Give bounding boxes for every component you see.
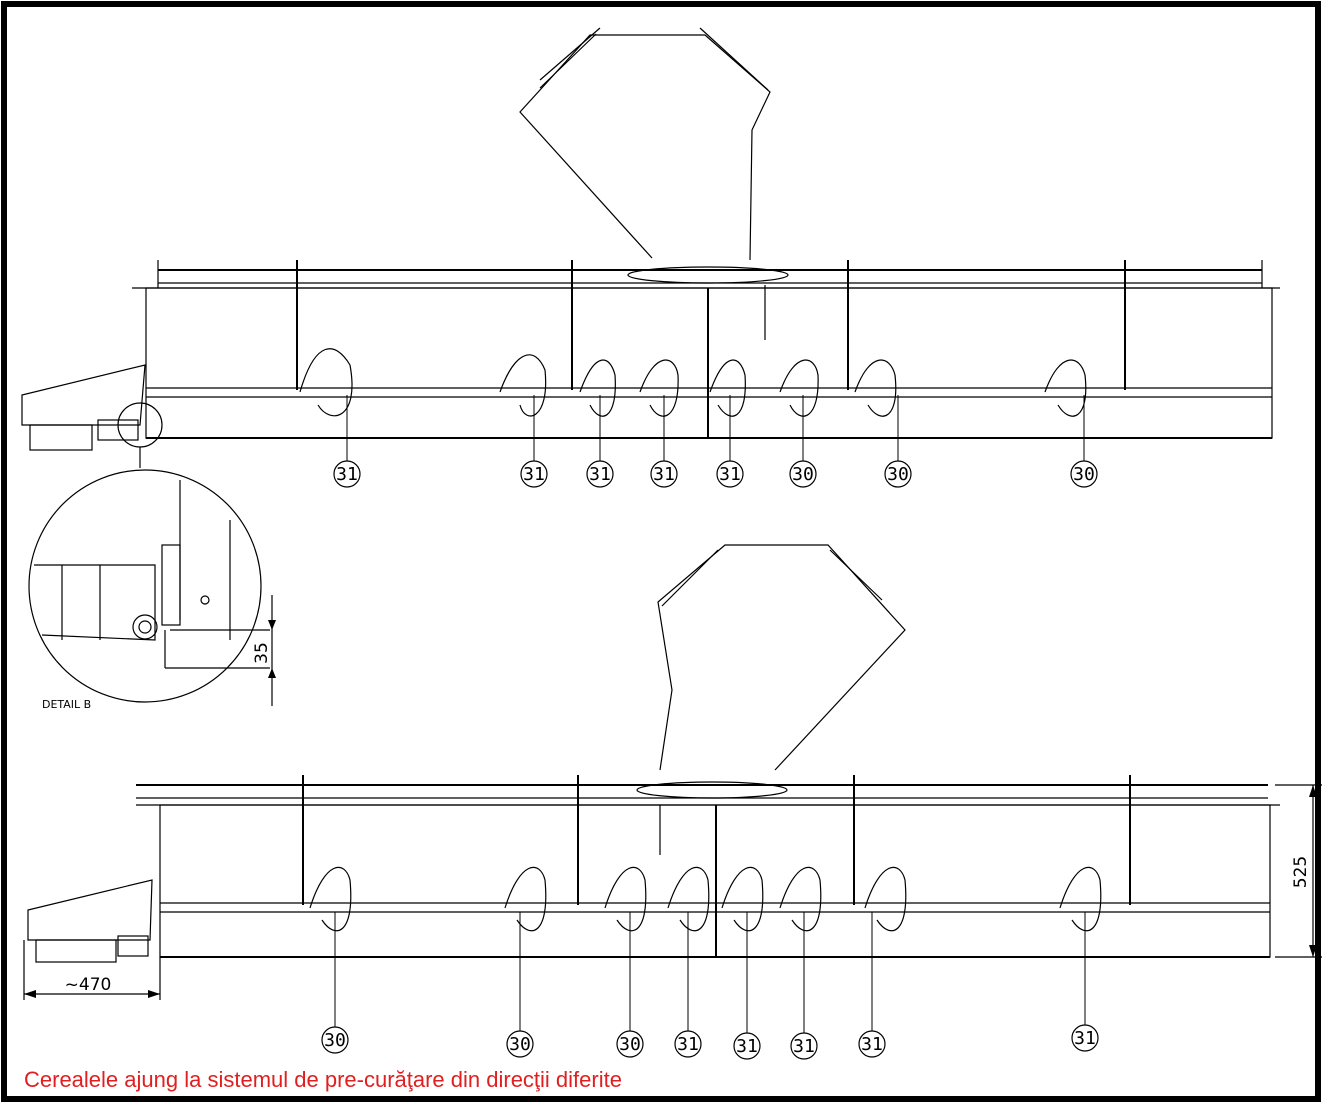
callout-bubble: 31 (674, 912, 702, 1058)
callout-bubble: 31 (333, 395, 361, 488)
callout-bubble: 30 (884, 395, 912, 488)
figure-caption: Cerealele ajung la sistemul de pre-curăţ… (24, 1067, 622, 1092)
callout-label: 30 (887, 464, 909, 485)
callout-label: 30 (324, 1030, 346, 1051)
bottom-dimension-arrows: ~470 525 (24, 785, 1317, 998)
top-callouts: 31 31 31 31 31 30 30 (333, 395, 1098, 488)
bottom-callouts: 30 30 30 31 31 31 31 (321, 912, 1099, 1060)
width-dimension: ~470 (65, 975, 112, 995)
callout-label: 31 (793, 1036, 815, 1057)
callout-bubble: 31 (716, 395, 744, 488)
callout-label: 30 (1073, 464, 1095, 485)
callout-label: 30 (619, 1034, 641, 1055)
callout-label: 30 (792, 464, 814, 485)
detail-b-view (28, 469, 273, 706)
height-dimension: 525 (1291, 856, 1311, 888)
callout-label: 30 (509, 1034, 531, 1055)
callout-label: 31 (719, 464, 741, 485)
detail-dimension: 35 (252, 642, 272, 664)
callout-label: 31 (861, 1034, 883, 1055)
callout-label: 31 (653, 464, 675, 485)
callout-bubble: 30 (321, 912, 349, 1054)
callout-bubble: 30 (616, 912, 644, 1058)
callout-bubble: 30 (1070, 395, 1098, 488)
callout-label: 31 (336, 464, 358, 485)
callout-bubble: 31 (520, 395, 548, 488)
callout-label: 31 (523, 464, 545, 485)
callout-bubble: 30 (506, 912, 534, 1058)
bottom-assembly-view (23, 544, 1322, 1000)
callout-label: 31 (677, 1034, 699, 1055)
callout-bubble: 31 (790, 912, 818, 1060)
callout-bubble: 31 (650, 395, 678, 488)
callout-label: 31 (589, 464, 611, 485)
top-assembly-view (21, 27, 1280, 468)
callout-bubble: 31 (858, 912, 886, 1058)
callout-label: 31 (736, 1036, 758, 1057)
callout-bubble: 30 (789, 395, 817, 488)
callout-bubble: 31 (733, 912, 761, 1060)
callout-bubble: 31 (1071, 912, 1099, 1052)
callout-bubble: 31 (586, 395, 614, 488)
detail-b-annotations: 35 DETAIL B (42, 620, 276, 711)
callout-label: 31 (1074, 1028, 1096, 1049)
detail-label: DETAIL B (42, 698, 91, 711)
